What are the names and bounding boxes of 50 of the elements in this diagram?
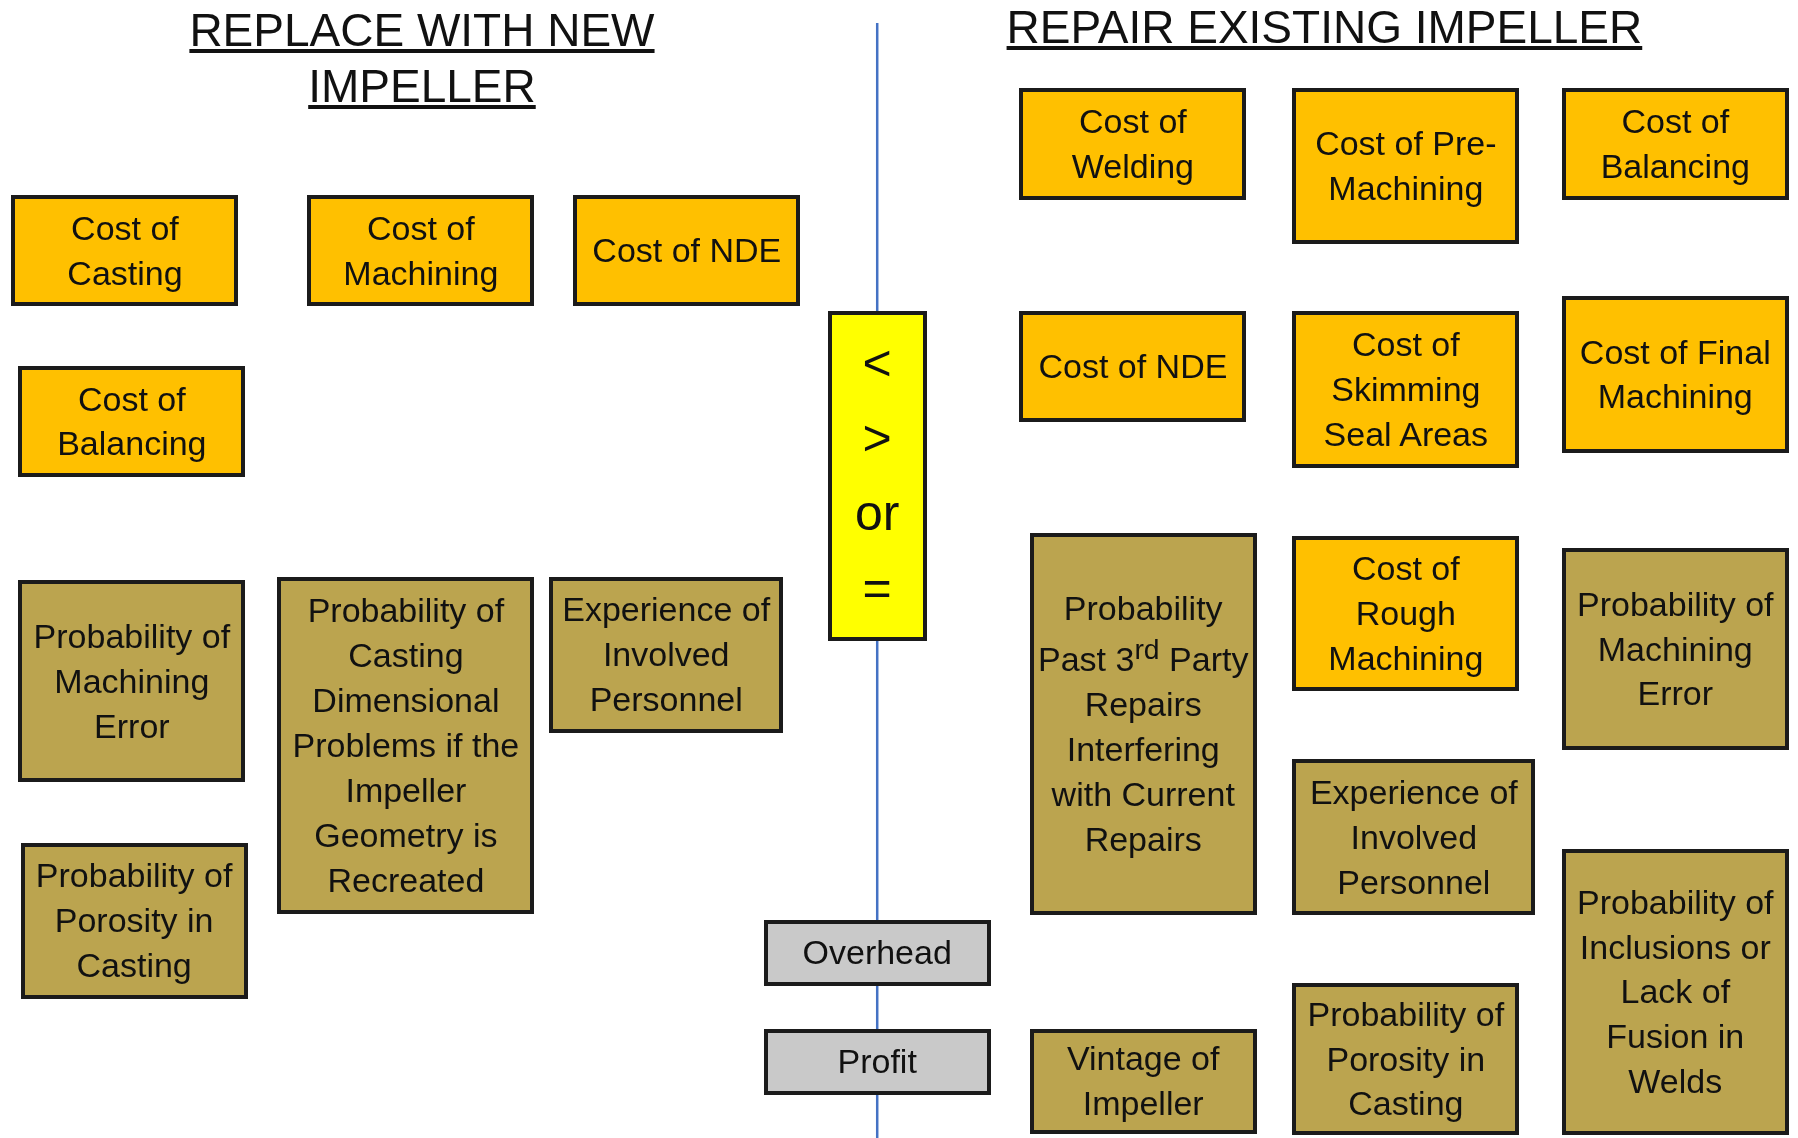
cost-box	[1561, 295, 1789, 453]
risk-factor-box	[18, 580, 246, 783]
box-label: Cost of Balancing	[56, 378, 208, 465]
cost-box	[18, 365, 246, 477]
risk-factor-box	[1561, 548, 1789, 750]
cost-box	[1292, 88, 1520, 245]
box-label: Profit	[836, 1041, 918, 1083]
box-label: Probability of Porosity in Casting	[34, 855, 234, 987]
cost-box	[1292, 535, 1520, 692]
box-label: Cost of Balancing	[1599, 101, 1751, 187]
risk-factor-box	[1029, 1028, 1257, 1135]
box-label: Probability of Machining Error	[1576, 583, 1775, 715]
cost-box	[1292, 310, 1520, 468]
cost-box	[763, 1028, 991, 1096]
box-label: Experience of Involved Personnel	[561, 589, 772, 721]
cost-box	[763, 919, 991, 987]
box-label: Cost of Rough Machining	[1327, 548, 1485, 679]
risk-factor-box	[277, 576, 535, 914]
risk-factor-box	[1292, 759, 1536, 916]
box-label: Probability of Inclusions or Lack of Fusion in Welds	[1576, 881, 1775, 1103]
box-label: Cost of NDE	[591, 230, 783, 272]
comparison-symbol-box	[827, 310, 927, 641]
box-label: Vintage of Impeller	[1065, 1038, 1221, 1125]
risk-factor-box	[1561, 848, 1789, 1136]
box-label: Cost of Final Machining	[1578, 331, 1772, 418]
box-label: Cost of Casting	[66, 207, 184, 294]
section-heading: REPAIR EXISTING IMPELLER	[1005, 0, 1644, 55]
box-label: Probability of Machining Error	[32, 615, 232, 747]
risk-factor-box	[1029, 533, 1257, 916]
cost-box	[1019, 310, 1247, 422]
box-label: Cost of Skimming Seal Areas	[1322, 324, 1490, 455]
box-label: Probability Past 3$^{rd}$ Party Repairs Interfering with Current Repairs	[1037, 588, 1250, 861]
comparison-symbols: < > or =	[853, 333, 901, 618]
box-label: Overhead	[801, 932, 953, 974]
box-label: Cost of Machining	[342, 207, 500, 294]
box-label: Probability of Porosity in Casting	[1306, 993, 1506, 1125]
risk-factor-box	[1292, 982, 1520, 1136]
box-label: Probability of Casting Dimensional Problems if the Impeller Geometry is Recreated	[291, 590, 521, 901]
risk-factor-box	[549, 576, 784, 733]
section-heading: REPLACE WITH NEW IMPELLER	[188, 3, 656, 114]
cost-box	[1019, 88, 1247, 200]
box-label: Cost of NDE	[1037, 345, 1229, 387]
cost-box	[573, 194, 801, 307]
box-label: Cost of Pre-Machining	[1314, 123, 1498, 210]
risk-factor-box	[20, 842, 248, 999]
box-label: Experience of Involved Personnel	[1308, 771, 1519, 903]
box-label: Cost of Welding	[1070, 101, 1195, 187]
cost-box	[307, 194, 535, 307]
cost-box	[11, 194, 239, 307]
cost-box	[1561, 88, 1789, 200]
